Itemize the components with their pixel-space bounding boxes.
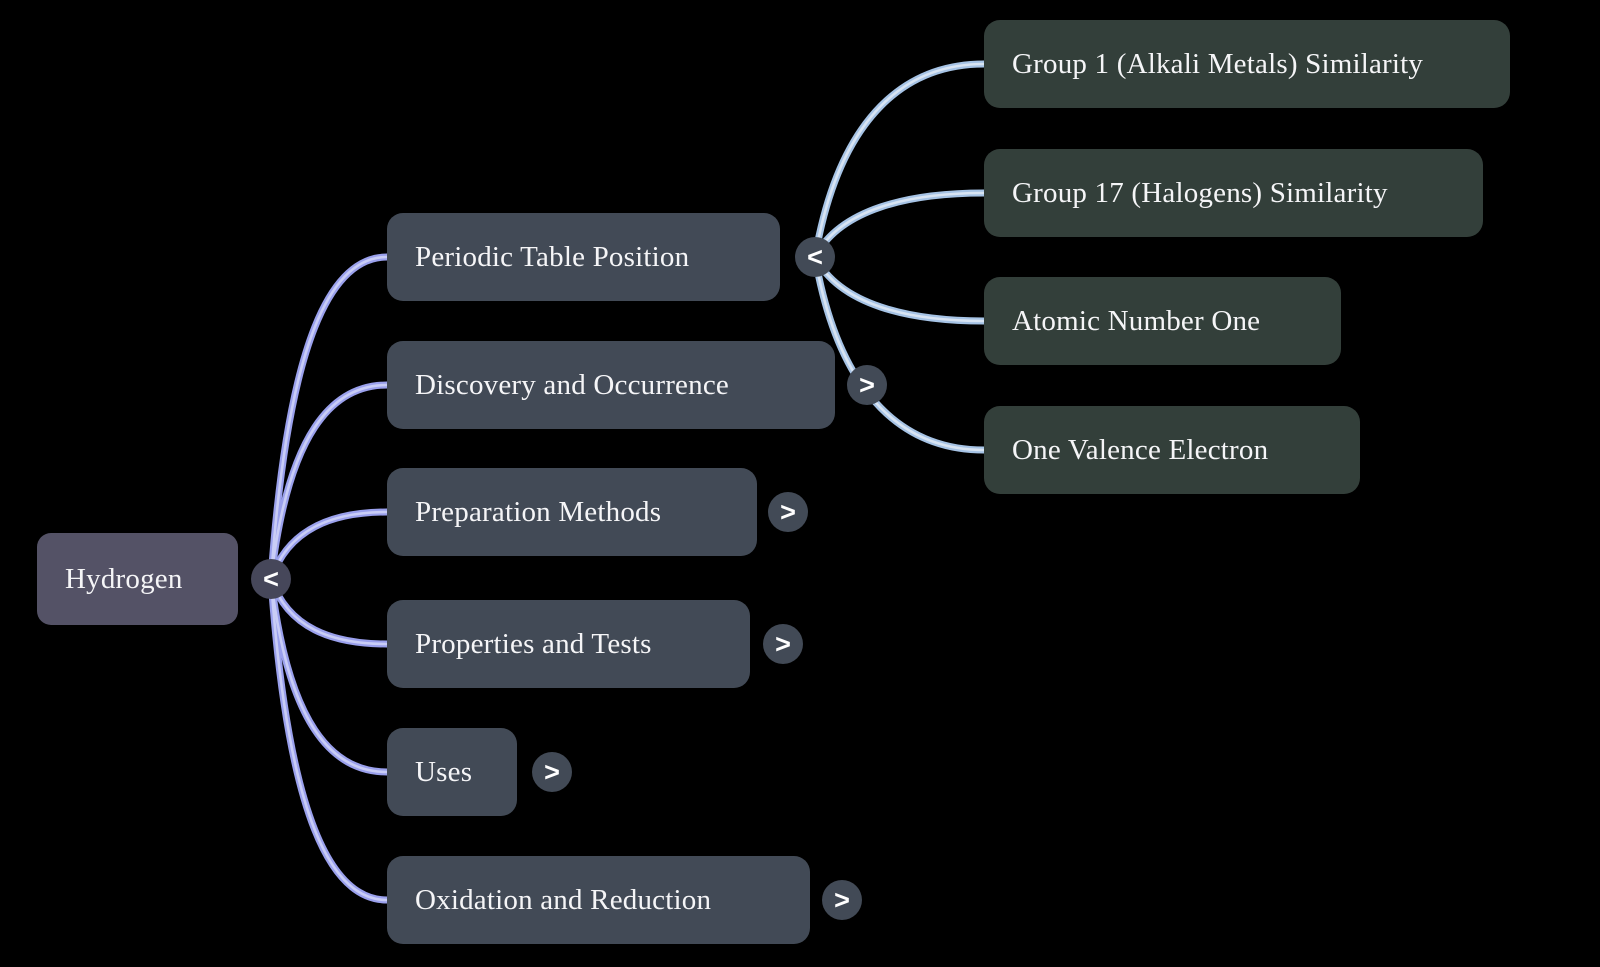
node-group-1-alkali-metals-similarity[interactable]: Group 1 (Alkali Metals) Similarity — [984, 20, 1510, 108]
node-label: Group 1 (Alkali Metals) Similarity — [1012, 47, 1424, 80]
node-label: Periodic Table Position — [415, 240, 690, 273]
node-properties-and-tests[interactable]: Properties and Tests — [387, 600, 750, 688]
edge-root-to-oxidation — [267, 575, 391, 904]
expand-toggle-uses[interactable]: > — [532, 752, 572, 792]
node-label: Hydrogen — [65, 562, 183, 595]
node-atomic-number-one[interactable]: Atomic Number One — [984, 277, 1341, 365]
edge-core — [269, 255, 389, 581]
node-label: Preparation Methods — [415, 495, 662, 528]
edge-core — [269, 383, 389, 581]
node-uses[interactable]: Uses — [387, 728, 517, 816]
edge-core — [813, 255, 986, 452]
edge-core — [269, 577, 389, 774]
node-label: Oxidation and Reduction — [415, 883, 712, 916]
node-label: Group 17 (Halogens) Similarity — [1012, 176, 1388, 209]
node-periodic-table-position[interactable]: Periodic Table Position — [387, 213, 780, 301]
node-label: Uses — [415, 755, 473, 788]
node-hydrogen[interactable]: Hydrogen — [37, 533, 238, 625]
collapse-toggle-hydrogen[interactable]: < — [251, 559, 291, 599]
node-label: Discovery and Occurrence — [415, 368, 729, 401]
node-one-valence-electron[interactable]: One Valence Electron — [984, 406, 1360, 494]
node-discovery-and-occurrence[interactable]: Discovery and Occurrence — [387, 341, 835, 429]
edge-core — [269, 577, 389, 902]
collapse-toggle-periodic-table-position[interactable]: < — [795, 237, 835, 277]
expand-toggle-discovery-and-occurrence[interactable]: > — [847, 365, 887, 405]
expand-toggle-preparation-methods[interactable]: > — [768, 492, 808, 532]
expand-toggle-oxidation-and-reduction[interactable]: > — [822, 880, 862, 920]
edge-root-to-periodic-table-position — [267, 253, 391, 583]
edge-core — [813, 62, 986, 259]
node-oxidation-and-reduction[interactable]: Oxidation and Reduction — [387, 856, 810, 944]
node-label: Atomic Number One — [1012, 304, 1261, 337]
node-preparation-methods[interactable]: Preparation Methods — [387, 468, 757, 556]
node-label: Properties and Tests — [415, 627, 652, 660]
node-label: One Valence Electron — [1012, 433, 1269, 466]
expand-toggle-properties-and-tests[interactable]: > — [763, 624, 803, 664]
node-group-17-halogens-similarity[interactable]: Group 17 (Halogens) Similarity — [984, 149, 1483, 237]
